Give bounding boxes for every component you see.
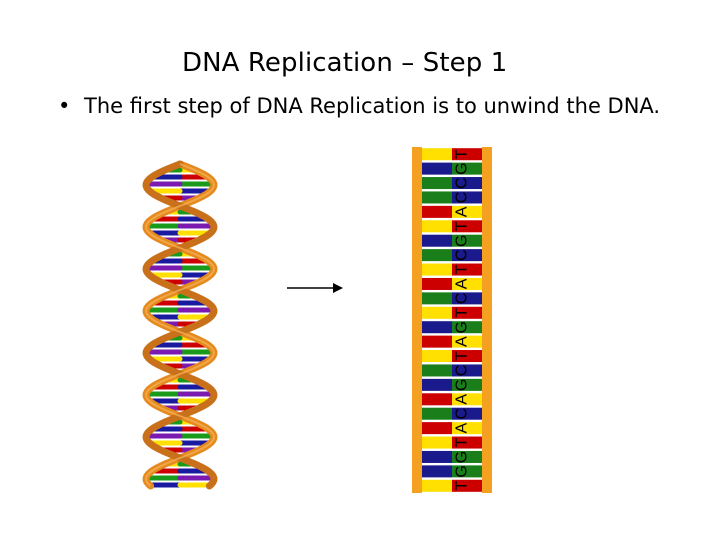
ladder-rung-left <box>422 277 452 290</box>
ladder-rung-right <box>452 220 482 233</box>
ladder-rung-right <box>452 205 482 218</box>
ladder-rung-left <box>422 263 452 276</box>
ladder-rung-left <box>422 364 452 377</box>
ladder-rung-left <box>422 148 452 161</box>
base-letter: T <box>454 351 471 361</box>
ladder-rung-right <box>452 177 482 190</box>
ladder-rung-right <box>452 292 482 305</box>
ladder-rung-right <box>452 350 482 363</box>
helix-strand-b <box>142 160 218 490</box>
base-letter: G <box>454 379 471 391</box>
ladder-rung-right <box>452 277 482 290</box>
base-letter: G <box>454 321 471 333</box>
ladder-rung-left <box>422 422 452 435</box>
ladder-rung-left <box>422 321 452 334</box>
right-arrow-icon <box>287 283 343 293</box>
base-letter: C <box>454 408 471 420</box>
ladder-rung-right <box>452 162 482 175</box>
ladder-rung-left <box>422 335 452 348</box>
ladder-rung-right <box>452 479 482 492</box>
ladder-rung-left <box>422 249 452 262</box>
ladder-rung-right <box>452 321 482 334</box>
dna-double-helix-image <box>142 160 218 490</box>
ladder-rung-left <box>422 350 452 363</box>
ladder-rung-right <box>452 465 482 478</box>
slide-title: DNA Replication – Step 1 <box>182 48 508 78</box>
base-letter: A <box>454 394 471 405</box>
ladder-rung-right <box>452 407 482 420</box>
base-letter: A <box>454 206 471 217</box>
base-letter: T <box>454 264 471 274</box>
bullet-text: The first step of DNA Replication is to … <box>84 94 661 118</box>
ladder-rung-right <box>452 450 482 463</box>
ladder-rung-left <box>422 436 452 449</box>
base-letter: C <box>454 177 471 189</box>
ladder-rung-left <box>422 378 452 391</box>
ladder-rung-right <box>452 393 482 406</box>
ladder-rung-left <box>422 162 452 175</box>
ladder-rung-left <box>422 393 452 406</box>
ladder-rung-left <box>422 191 452 204</box>
ladder-rung-right <box>452 191 482 204</box>
base-letter: T <box>454 221 471 231</box>
ladder-rung-right <box>452 234 482 247</box>
ladder-rung-right <box>452 148 482 161</box>
ladder-rung-left <box>422 234 452 247</box>
bullet-item: • The first step of DNA Replication is t… <box>58 90 678 122</box>
base-letter: G <box>454 234 471 246</box>
base-letter: C <box>454 192 471 204</box>
base-letter: A <box>454 278 471 289</box>
ladder-rung-right <box>452 249 482 262</box>
ladder-rung-left <box>422 292 452 305</box>
base-letter: G <box>454 162 471 174</box>
ladder-rung-left <box>422 177 452 190</box>
base-letter: A <box>454 336 471 347</box>
helix-strand-a-highlight <box>145 163 215 487</box>
base-letter: T <box>454 437 471 447</box>
ladder-rung-left <box>422 479 452 492</box>
ladder-rung-left <box>422 407 452 420</box>
bullet-marker: • <box>58 94 71 118</box>
ladder-rung-right <box>452 364 482 377</box>
ladder-rung-right <box>452 335 482 348</box>
ladder-rung-right <box>452 263 482 276</box>
ladder-rung-left <box>422 306 452 319</box>
base-letter: T <box>454 481 471 491</box>
base-letter: C <box>454 249 471 261</box>
ladder-rung-left <box>422 220 452 233</box>
ladder-rung-right <box>452 378 482 391</box>
dna-backbone-left <box>412 147 422 493</box>
base-letter: G <box>454 451 471 463</box>
base-letter: T <box>454 308 471 318</box>
base-letter: G <box>454 465 471 477</box>
ladder-rung-left <box>422 450 452 463</box>
ladder-rung-right <box>452 422 482 435</box>
dna-backbone-right <box>482 147 492 493</box>
base-letter: A <box>454 422 471 433</box>
base-letter: C <box>454 293 471 305</box>
base-letter: C <box>454 365 471 377</box>
ladder-rung-left <box>422 205 452 218</box>
base-letter: T <box>454 149 471 159</box>
ladder-rung-left <box>422 465 452 478</box>
ladder-rung-right <box>452 436 482 449</box>
ladder-rung-right <box>452 306 482 319</box>
